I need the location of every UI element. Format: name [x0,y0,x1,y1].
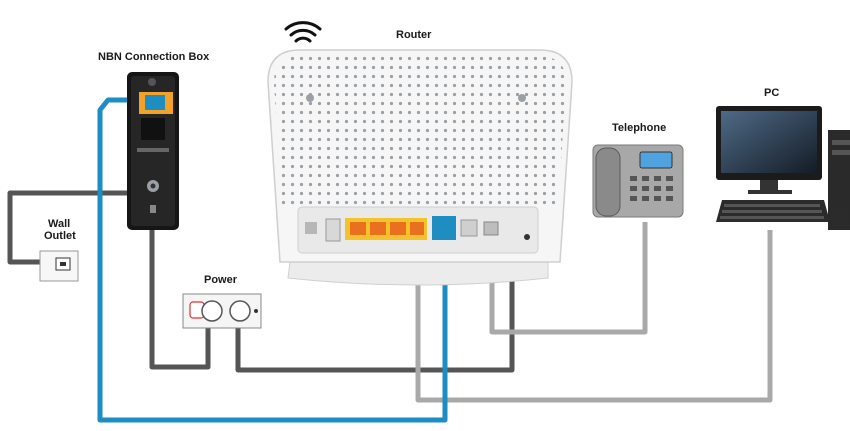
cable-nbn-power [149,210,211,370]
cable-pc [415,230,773,403]
telephone-icon [592,144,684,218]
router-icon [267,49,573,286]
pc-label: PC [764,87,780,99]
cable-router-power [235,240,515,373]
telephone-label: Telephone [612,122,667,134]
power-label: Power [204,274,238,286]
wifi-icon [284,21,322,43]
outlet-label: Outlet [44,230,76,242]
cable-nbn-to-router-wan [97,97,448,423]
nbn-box-icon [127,72,179,230]
wall-label: Wall [48,218,71,230]
nbn-connection-box-label: NBN Connection Box [98,51,210,63]
router-label: Router [396,29,432,41]
cable-telephone [489,222,648,335]
pc-icon [716,106,850,230]
wall-outlet-icon [39,250,79,282]
cables [7,97,773,423]
power-board-icon [182,293,262,329]
